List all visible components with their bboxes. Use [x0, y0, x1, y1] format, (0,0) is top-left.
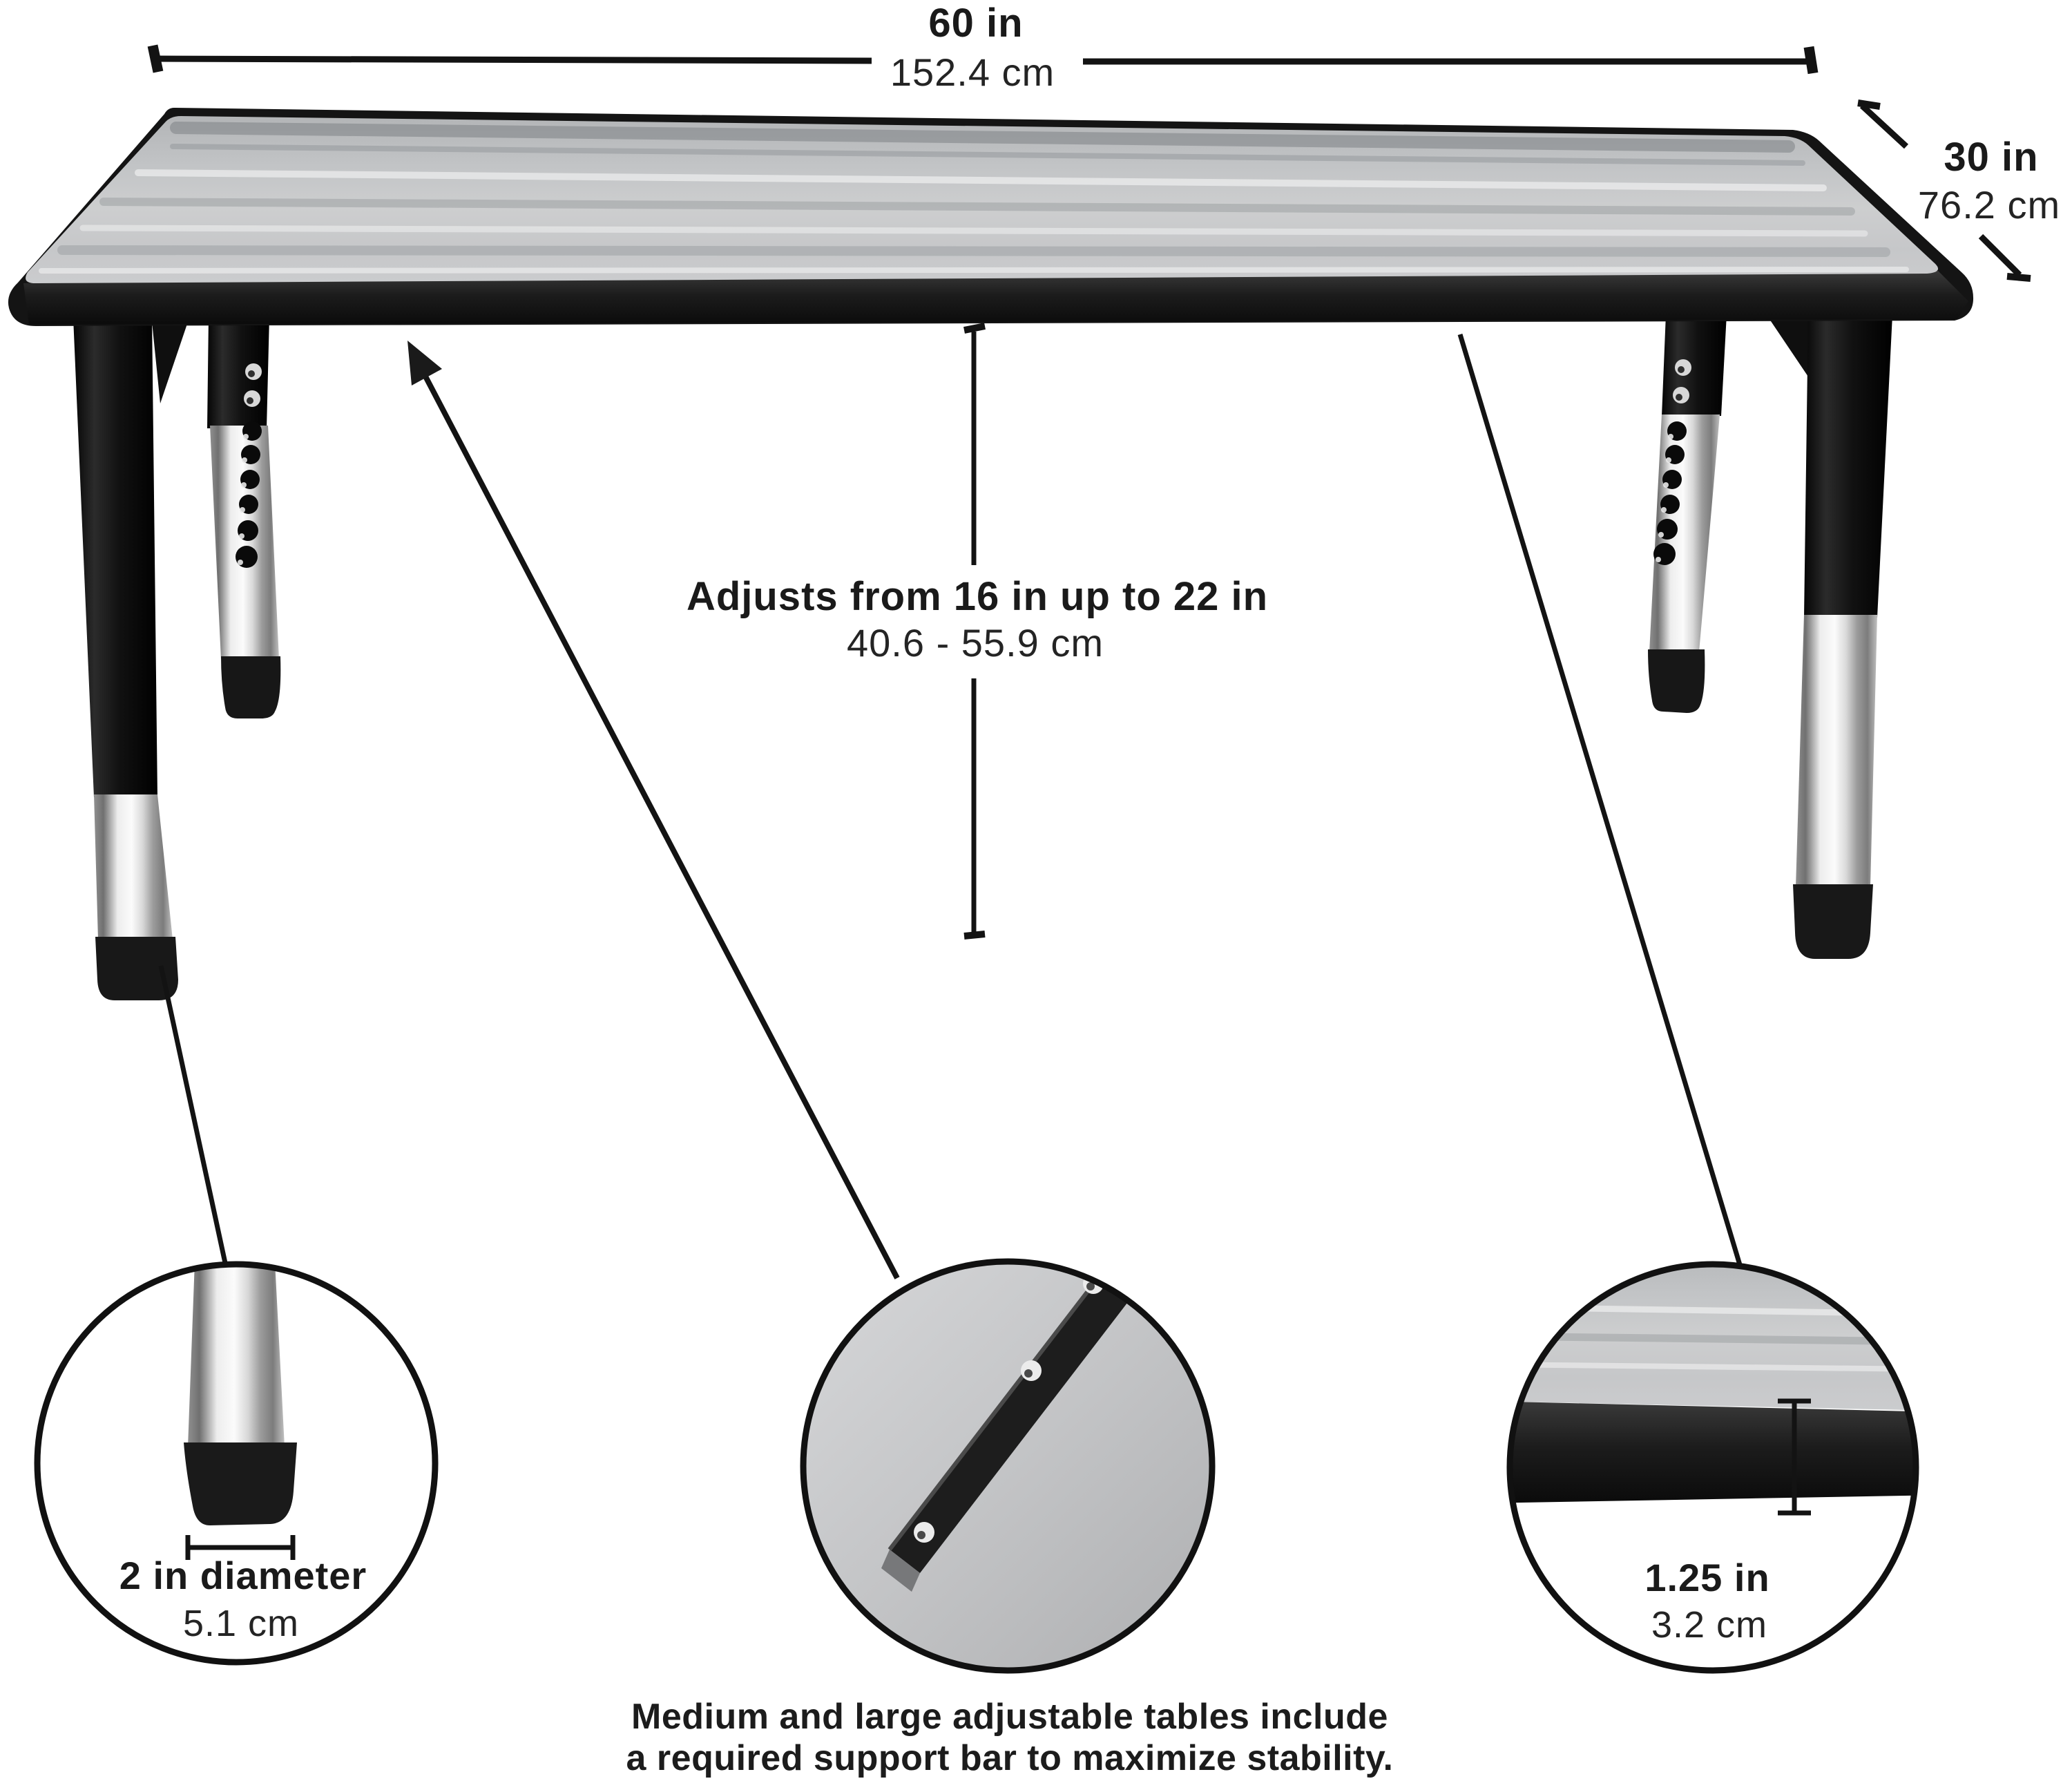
back-left-leg — [207, 316, 281, 718]
support-bar-end — [881, 1550, 920, 1592]
height-dimension-line — [963, 323, 986, 940]
support-bar — [890, 1261, 1148, 1573]
front-left-leg — [73, 316, 188, 1000]
back-right-leg — [1648, 314, 1727, 713]
height-label-metric: 40.6 - 55.9 cm — [847, 621, 1104, 665]
front-right-leg — [1769, 315, 1892, 959]
leg-foot-leader-line — [158, 965, 228, 1264]
depth-label-metric: 76.2 cm — [1917, 183, 2061, 227]
edge-band-cross-section — [1510, 1401, 1916, 1503]
diameter-bracket — [185, 1535, 296, 1560]
table-surface-grain — [39, 122, 1909, 274]
width-label-imperial: 60 in — [928, 1, 1024, 46]
thickness-leader-line — [1457, 333, 1743, 1268]
depth-dimension-line — [1857, 99, 2031, 282]
footnote-line-1: Medium and large adjustable tables inclu… — [631, 1697, 1388, 1737]
top-thickness-label-metric: 3.2 cm — [1651, 1604, 1768, 1646]
height-label-imperial: Adjusts from 16 in up to 22 in — [686, 574, 1269, 619]
callout-support-bar — [800, 1258, 1216, 1674]
support-bar-leader-arrow — [407, 341, 900, 1279]
depth-label-imperial: 30 in — [1944, 135, 2039, 180]
leg-diameter-label-metric: 5.1 cm — [182, 1603, 300, 1644]
footnote-line-2: a required support bar to maximize stabi… — [626, 1738, 1394, 1778]
callout-leg-foot — [34, 1261, 439, 1666]
width-dimension-line — [147, 44, 1819, 75]
top-thickness-label-imperial: 1.25 in — [1644, 1556, 1770, 1599]
up-left-arrowhead-icon — [407, 341, 442, 385]
table-top — [8, 108, 1974, 326]
width-label-metric: 152.4 cm — [890, 50, 1055, 94]
table-edge-band-front — [23, 271, 1968, 325]
thickness-tick — [1778, 1398, 1811, 1516]
table-surface — [26, 116, 1939, 284]
leg-diameter-label-imperial: 2 in diameter — [119, 1554, 367, 1597]
